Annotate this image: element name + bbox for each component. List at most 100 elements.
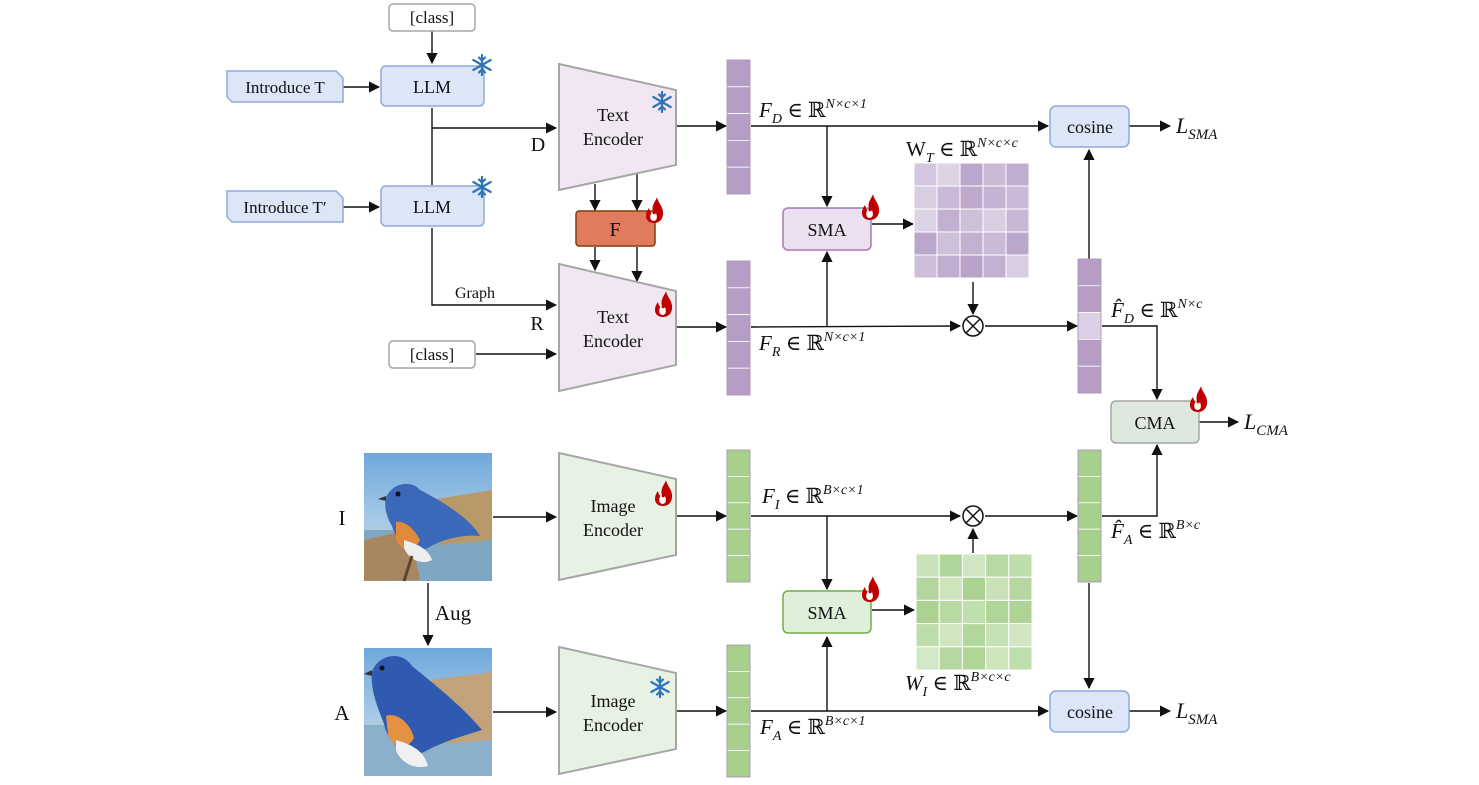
feature-cell — [726, 671, 751, 699]
feature-bar-f-r — [726, 260, 751, 396]
matrix-cell — [938, 553, 963, 578]
matrix-cell — [959, 185, 984, 210]
sma-image-module: SMA — [782, 576, 880, 634]
label-f-a: FA ∈ ℝB×c×1 — [759, 714, 866, 744]
text-encoder-1-line2: Encoder — [583, 129, 643, 149]
image-encoder-2-line2: Encoder — [583, 715, 643, 735]
feature-cell — [726, 475, 751, 504]
sma-text-label: SMA — [807, 220, 846, 240]
flame-icon — [862, 194, 880, 220]
cosine-top-label: cosine — [1067, 117, 1113, 137]
feature-cell — [726, 367, 751, 396]
feature-bar-fhat-d — [1077, 258, 1102, 394]
cma-module: CMA — [1110, 386, 1208, 444]
feature-cell — [726, 502, 751, 530]
matrix-cell — [982, 162, 1007, 187]
matrix-cell — [913, 231, 938, 256]
matrix-cell — [1008, 646, 1033, 671]
matrix-cell — [961, 576, 987, 601]
flame-icon — [1190, 386, 1208, 412]
feature-cell — [726, 86, 751, 115]
matrix-cell — [982, 254, 1007, 279]
feature-cell — [726, 59, 751, 88]
matrix-cell — [915, 553, 940, 578]
image-encoder-1-line1: Image — [591, 496, 636, 516]
matrix-cell — [936, 254, 961, 279]
introduce-t-label: Introduce T — [245, 78, 325, 97]
feature-cell — [726, 750, 751, 778]
feature-cell — [726, 723, 751, 752]
loss-l-sma-top: LSMA — [1175, 113, 1218, 143]
matrix-cell — [936, 185, 961, 210]
matrix-cell — [961, 553, 987, 578]
feature-cell — [726, 555, 751, 583]
input-image-i — [364, 453, 492, 582]
feature-bar-f-a — [726, 644, 751, 778]
matrix-cell — [985, 646, 1010, 671]
label-w-t: WT ∈ ℝN×c×c — [906, 136, 1019, 166]
label-f-i: FI ∈ ℝB×c×1 — [761, 483, 864, 513]
input-image-a — [364, 648, 492, 776]
aug-label: Aug — [435, 601, 472, 625]
feature-bar-f-i — [726, 449, 751, 583]
class-label-bottom: [class] — [410, 345, 454, 364]
image-label-i: I — [339, 506, 346, 530]
matrix-cell — [982, 208, 1007, 233]
matrix-cell — [961, 623, 987, 648]
feature-bars — [726, 59, 1102, 778]
matrix-cell — [1005, 254, 1030, 279]
llm-box-2: LLM — [380, 175, 492, 227]
feature-cell — [1077, 258, 1102, 287]
matrix-cell — [985, 576, 1010, 601]
matrix-cell — [915, 576, 940, 601]
matrix-cell — [985, 623, 1010, 648]
matrix-cell — [985, 553, 1010, 578]
feature-cell — [726, 139, 751, 168]
feature-cell — [1077, 285, 1102, 313]
image-encoder-1: Image Encoder — [558, 451, 677, 582]
sma-text-module: SMA — [782, 194, 880, 251]
text-encoder-2-line1: Text — [597, 307, 629, 327]
matrix-cell — [913, 162, 938, 187]
matrix-cell — [959, 208, 984, 233]
feature-cell — [726, 697, 751, 725]
feature-cell — [726, 166, 751, 195]
label-fhat-a: F̂A ∈ ℝB×c — [1110, 518, 1201, 548]
text-encoder-2-line2: Encoder — [583, 331, 643, 351]
feature-cell — [1077, 528, 1102, 557]
matrix-cell — [915, 646, 940, 671]
cosine-top-module: cosine — [1049, 105, 1130, 148]
feature-cell — [726, 314, 751, 342]
class-label-top: [class] — [410, 8, 454, 27]
text-encoder-1-line1: Text — [597, 105, 629, 125]
class-input-top: [class] — [388, 3, 476, 32]
matrix-cell — [936, 208, 961, 233]
feature-cell — [1077, 312, 1102, 340]
flame-icon — [862, 576, 880, 602]
image-label-a: A — [334, 701, 350, 725]
matrix-cell — [982, 185, 1007, 210]
matrix-cell — [936, 162, 961, 187]
matrix-w-i — [915, 553, 1033, 671]
matrix-cell — [1005, 231, 1030, 256]
cosine-bottom-label: cosine — [1067, 702, 1113, 722]
matrix-cell — [915, 599, 940, 625]
matrix-cell — [936, 231, 961, 256]
matrix-cell — [982, 231, 1007, 256]
llm-2-label: LLM — [413, 197, 451, 217]
loss-l-cma: LCMA — [1243, 409, 1289, 439]
cma-label: CMA — [1134, 413, 1175, 433]
feature-cell — [726, 340, 751, 369]
sma-image-label: SMA — [807, 603, 846, 623]
matrix-cell — [1008, 599, 1033, 625]
edge-label-d: D — [531, 134, 545, 156]
matrix-cell — [959, 254, 984, 279]
matrix-cell — [913, 185, 938, 210]
introduce-t-prime-tag: Introduce T′ — [226, 190, 344, 223]
otimes-top — [962, 315, 984, 337]
text-encoder-2: Text Encoder — [558, 262, 677, 393]
cosine-bottom-module: cosine — [1049, 690, 1130, 733]
matrix-cell — [961, 646, 987, 671]
matrix-cell — [938, 646, 963, 671]
